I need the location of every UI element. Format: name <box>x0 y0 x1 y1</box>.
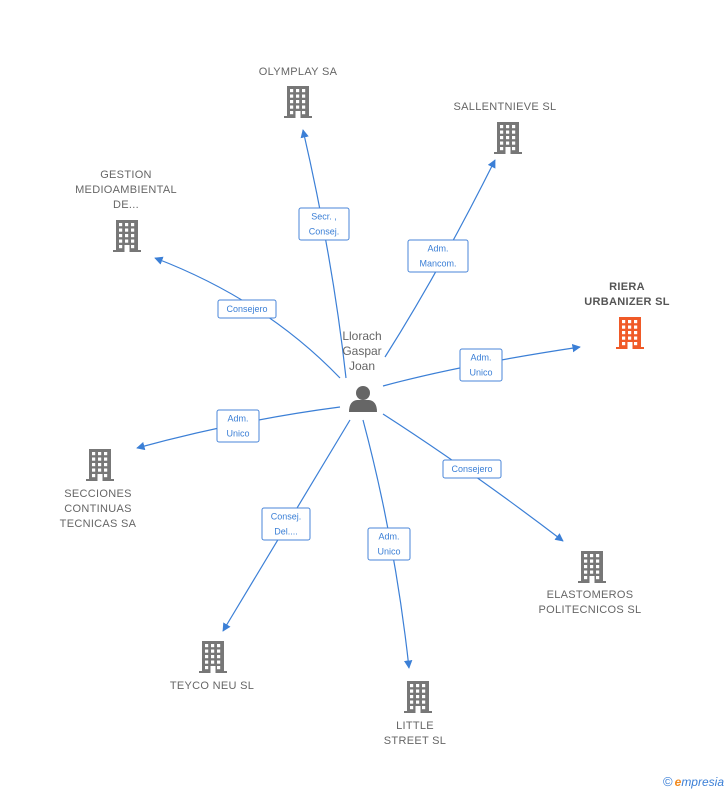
brand-logo: ©empresia <box>663 774 724 789</box>
edge-label-text: Consej. <box>309 227 340 237</box>
company-label-line: TEYCO NEU SL <box>170 680 254 692</box>
edge-label-olymplay[interactable]: Secr. , Consej. <box>298 207 350 241</box>
company-label-line: LITTLE <box>396 720 434 732</box>
edge-label-text: Unico <box>469 368 492 378</box>
edge-label-text: Adm. <box>427 244 448 254</box>
company-label-line: OLYMPLAY SA <box>259 66 338 78</box>
company-node-little[interactable]: LITTLE STREET SL <box>384 681 446 747</box>
edge-label-text: Del.... <box>274 527 298 537</box>
company-label-line: POLITECNICOS SL <box>539 604 642 616</box>
edge-label-riera[interactable]: Adm. Unico <box>459 348 503 382</box>
building-icon <box>199 641 227 673</box>
person-name-line: Llorach <box>342 329 381 343</box>
company-node-riera[interactable]: RIERA URBANIZER SL <box>584 281 670 349</box>
company-node-elastomeros[interactable]: ELASTOMEROS POLITECNICOS SL <box>539 551 642 616</box>
building-icon <box>284 86 312 118</box>
edge-label-text: Unico <box>377 547 400 557</box>
edge-label-secciones[interactable]: Adm. Unico <box>216 409 260 443</box>
company-label-line: TECNICAS SA <box>60 518 137 530</box>
company-node-secciones[interactable]: SECCIONES CONTINUAS TECNICAS SA <box>60 449 137 530</box>
company-label-line: STREET SL <box>384 735 446 747</box>
edge-label-text: Adm. <box>227 414 248 424</box>
building-icon <box>113 220 141 252</box>
company-label-line: MEDIOAMBIENTAL <box>75 184 177 196</box>
company-label-line: RIERA <box>609 281 645 293</box>
building-icon <box>404 681 432 713</box>
company-label-line: GESTION <box>100 169 152 181</box>
building-icon <box>616 317 644 349</box>
edge-label-little[interactable]: Adm. Unico <box>367 527 411 561</box>
company-label-line: CONTINUAS <box>64 503 131 515</box>
building-icon <box>578 551 606 583</box>
company-label-line: SALLENTNIEVE SL <box>454 101 557 113</box>
company-label-line: ELASTOMEROS <box>547 589 634 601</box>
edge-label-elastomeros[interactable]: Consejero <box>442 459 502 479</box>
company-node-gestion[interactable]: GESTION MEDIOAMBIENTAL DE... <box>75 169 177 252</box>
edge-olymplay <box>300 129 347 379</box>
edge-label-text: Adm. <box>470 353 491 363</box>
company-label-line: DE... <box>113 199 139 211</box>
person-name-line: Joan <box>349 359 375 373</box>
company-node-sallentnieve[interactable]: SALLENTNIEVE SL <box>454 101 557 154</box>
edge-label-text: Consej. <box>271 512 302 522</box>
person-name-line: Gaspar <box>342 344 381 358</box>
edge-label-text: Secr. , <box>311 212 337 222</box>
edge-label-text: Unico <box>226 429 249 439</box>
company-label-line: SECCIONES <box>64 488 132 500</box>
company-label-line: URBANIZER SL <box>584 296 670 308</box>
edge-label-text: Adm. <box>378 532 399 542</box>
person-node[interactable]: Llorach Gaspar Joan <box>342 329 382 412</box>
edge-label-text: Consejero <box>226 304 267 314</box>
edge-label-gestion[interactable]: Consejero <box>217 299 277 319</box>
company-node-olymplay[interactable]: OLYMPLAY SA <box>259 66 338 118</box>
edge-label-text: Mancom. <box>419 259 456 269</box>
building-icon <box>494 122 522 154</box>
edge-label-teyco[interactable]: Consej. Del.... <box>261 507 311 541</box>
building-icon <box>86 449 114 481</box>
company-node-teyco[interactable]: TEYCO NEU SL <box>170 641 254 692</box>
person-icon <box>349 386 377 412</box>
edge-label-text: Consejero <box>451 464 492 474</box>
edge-label-sallentnieve[interactable]: Adm. Mancom. <box>407 239 469 273</box>
